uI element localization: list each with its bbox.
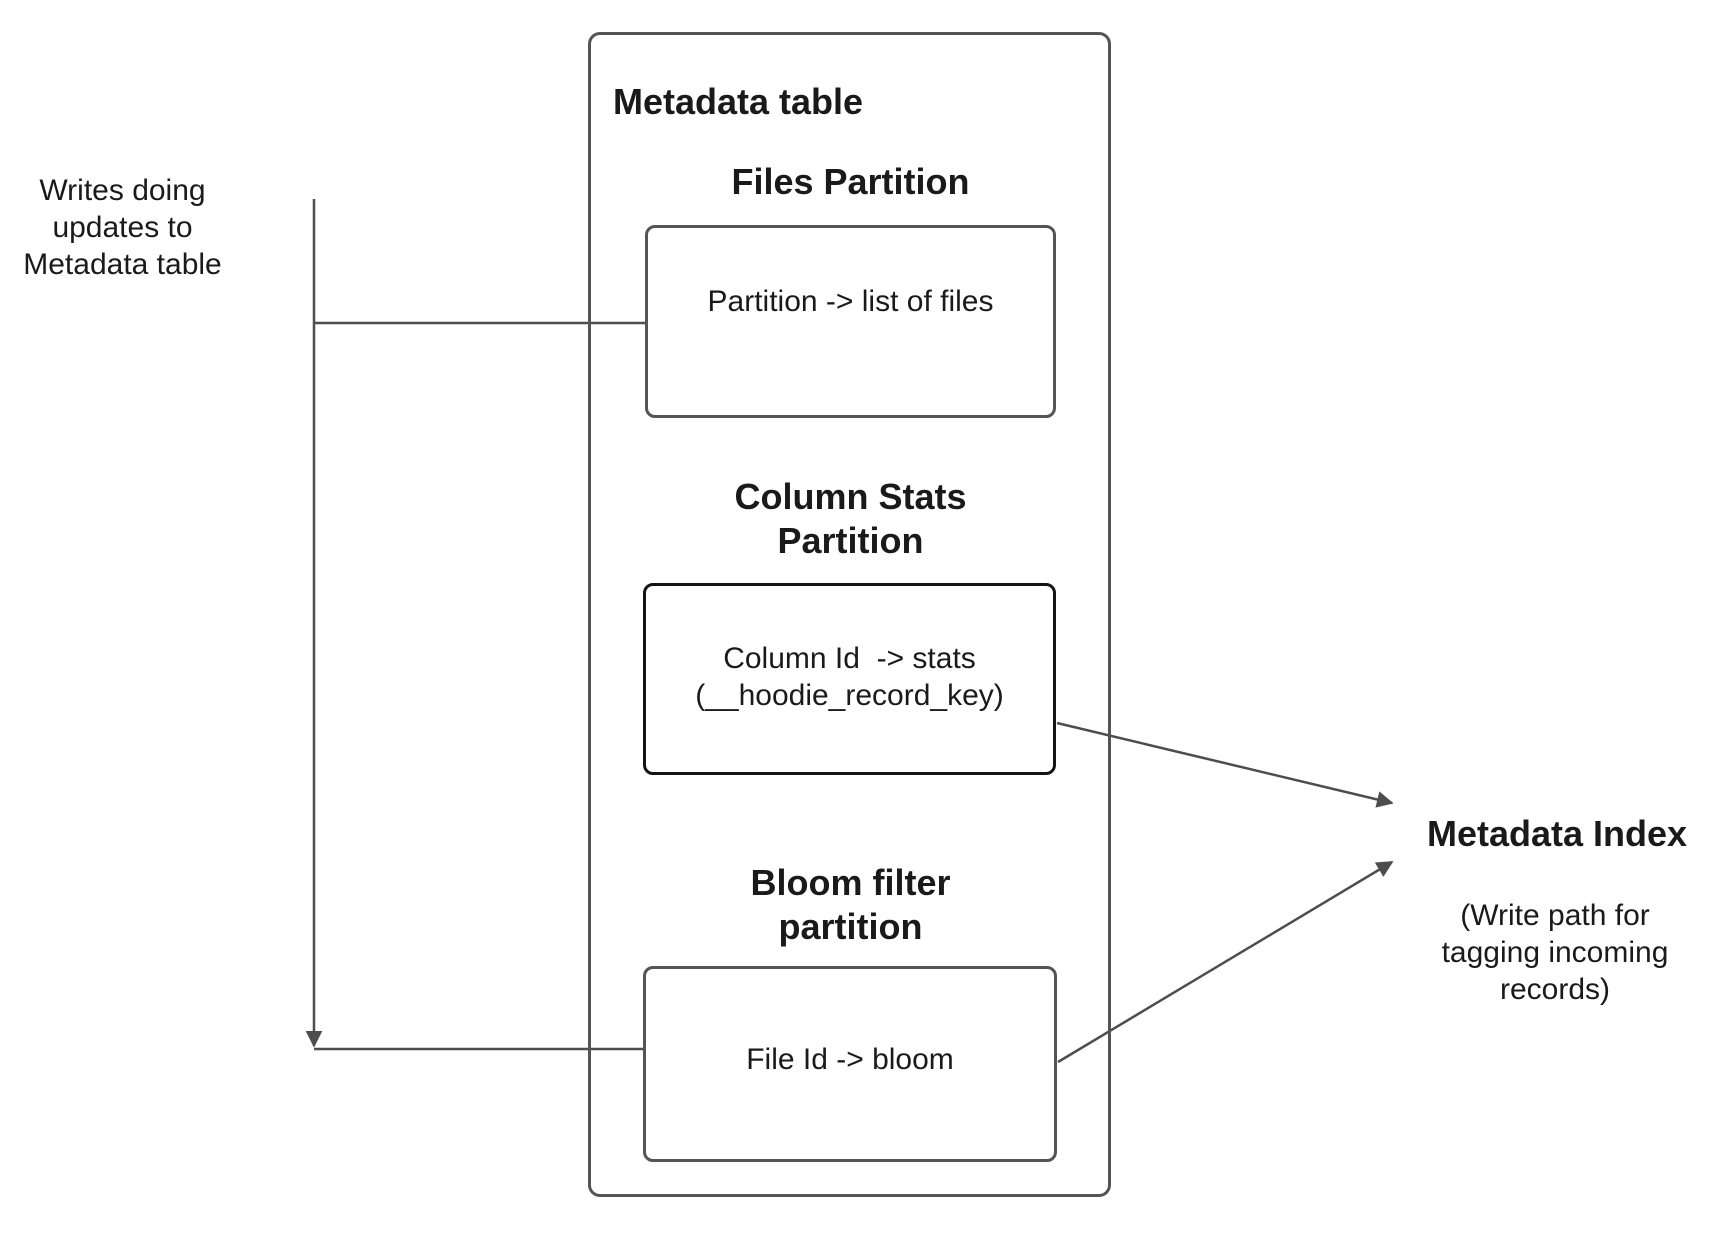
files-partition-mapping: Partition -> list of files — [707, 285, 994, 318]
bloom-filter-box: File Id -> bloom — [643, 966, 1057, 1162]
files-partition-title: Files Partition — [731, 161, 970, 202]
bloom-filter-mapping: File Id -> bloom — [746, 1043, 954, 1076]
writes-note: Writes doing updates to Metadata table — [23, 174, 222, 281]
metadata-index-subtitle: (Write path for tagging incoming records… — [1441, 899, 1669, 1006]
metadata-table-box — [588, 32, 1111, 1197]
column-stats-box: Column Id -> stats (__hoodie_record_key) — [643, 583, 1056, 775]
metadata-table-title: Metadata table — [613, 81, 864, 122]
column-stats-mapping: Column Id -> stats (__hoodie_record_key) — [695, 642, 1004, 712]
files-partition-box: Partition -> list of files — [645, 225, 1056, 418]
column-stats-title: Column Stats Partition — [734, 476, 967, 561]
bloom-filter-title: Bloom filter partition — [750, 862, 951, 947]
metadata-index-title: Metadata Index — [1426, 813, 1688, 854]
